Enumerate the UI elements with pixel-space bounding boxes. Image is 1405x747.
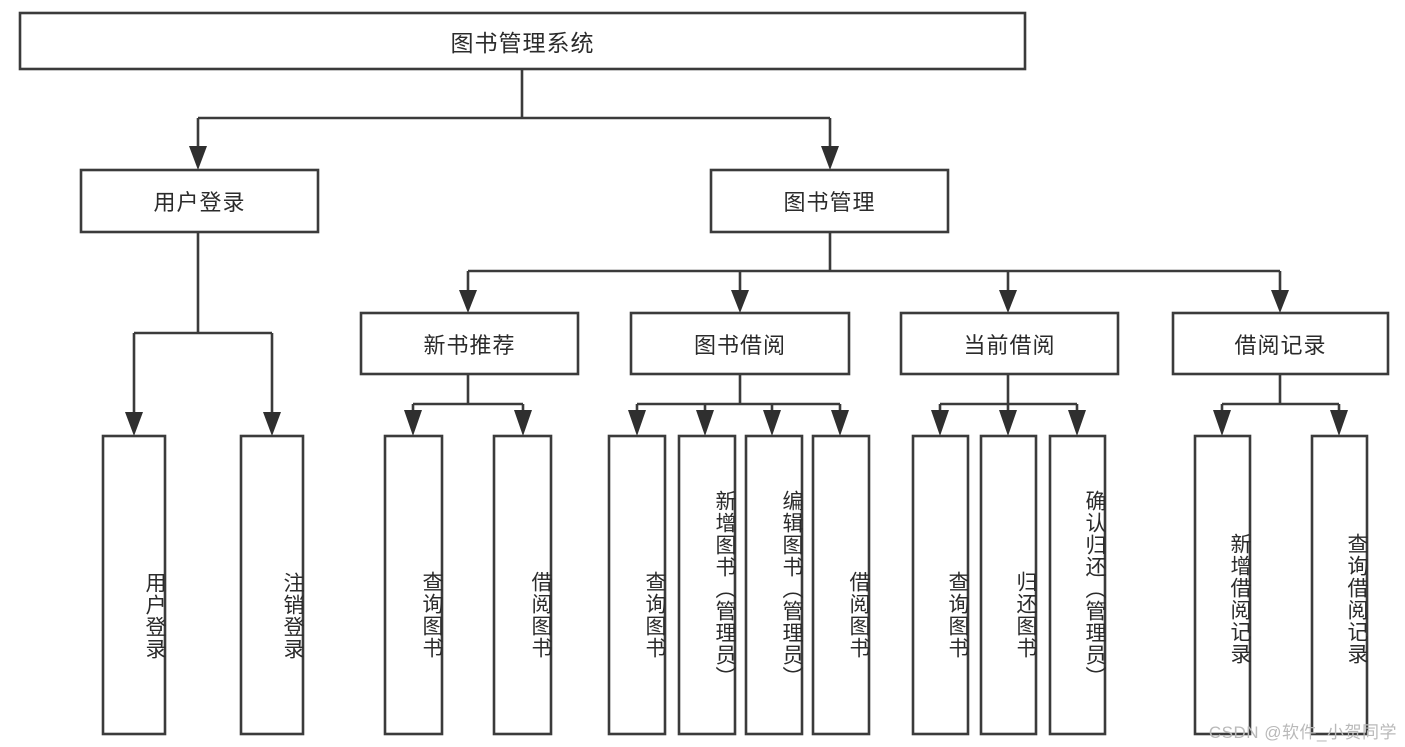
- node-box-current-borrow[interactable]: [899, 311, 1120, 376]
- node-box-leaf-logout[interactable]: [239, 434, 305, 736]
- connector-newbook-to-leaves: [404, 374, 532, 436]
- connector-userlogin-to-leaves: [125, 232, 281, 436]
- node-box-leaf-confirm-return[interactable]: [1048, 434, 1107, 736]
- connector-bookborrow-to-leaves: [628, 374, 849, 436]
- node-box-leaf-return-book[interactable]: [979, 434, 1038, 736]
- node-box-leaf-user-login[interactable]: [101, 434, 167, 736]
- node-box-leaf-query-book-1[interactable]: [383, 434, 444, 736]
- connector-root-to-level2: [189, 69, 839, 170]
- connector-borrowrecord-to-leaves: [1213, 374, 1348, 436]
- connector-currentborrow-to-leaves: [931, 374, 1086, 436]
- node-box-leaf-edit-book[interactable]: [744, 434, 804, 736]
- node-box-leaf-borrow-book-2[interactable]: [811, 434, 871, 736]
- node-box-leaf-borrow-book-1[interactable]: [492, 434, 553, 736]
- node-box-user-login[interactable]: [79, 168, 320, 234]
- node-box-new-book-recommend[interactable]: [359, 311, 580, 376]
- connector-bookmanage-to-level3: [459, 232, 1289, 313]
- node-box-leaf-query-book-3[interactable]: [911, 434, 970, 736]
- node-box-root[interactable]: [18, 11, 1027, 71]
- node-box-book-manage[interactable]: [709, 168, 950, 234]
- node-box-book-borrow[interactable]: [629, 311, 851, 376]
- watermark-text: CSDN @软件_小贺同学: [1208, 723, 1397, 742]
- node-box-leaf-query-record[interactable]: [1310, 434, 1369, 736]
- node-box-leaf-query-book-2[interactable]: [607, 434, 667, 736]
- node-box-leaf-add-book[interactable]: [677, 434, 737, 736]
- node-box-leaf-add-record[interactable]: [1193, 434, 1252, 736]
- node-box-borrow-record[interactable]: [1171, 311, 1390, 376]
